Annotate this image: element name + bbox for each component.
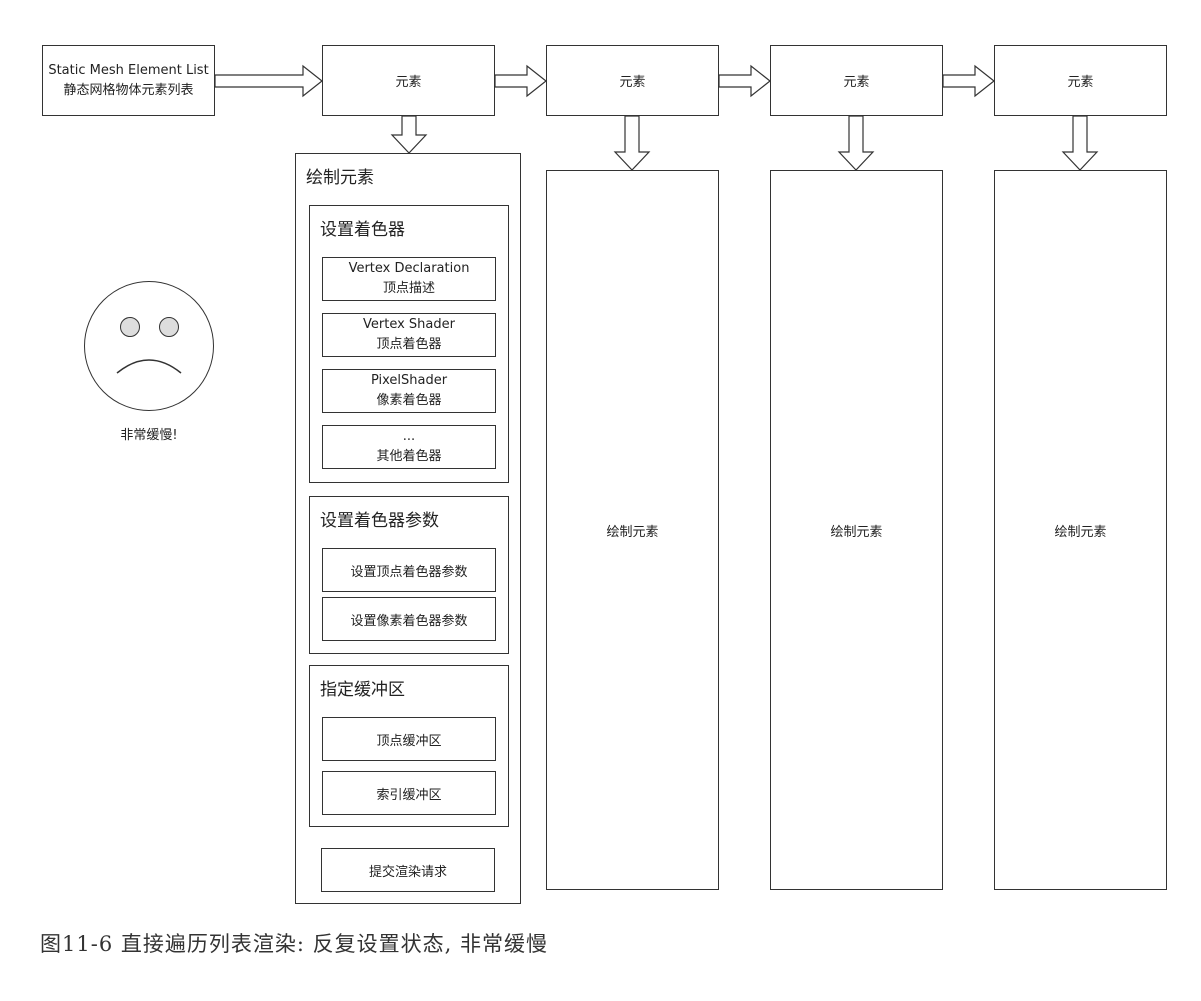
item-label: 设置顶点着色器参数: [350, 564, 468, 580]
vertex-shader-params-box: 设置顶点着色器参数: [322, 548, 496, 592]
set-shader-params-group: 设置着色器参数 设置顶点着色器参数 设置像素着色器参数: [309, 496, 509, 654]
draw-element-label: 绘制元素: [1054, 524, 1107, 540]
draw-element-label: 绘制元素: [830, 524, 883, 540]
draw-element-title: 绘制元素: [306, 168, 374, 188]
sad-face-icon: [84, 281, 214, 411]
other-shaders-box: ... 其他着色器: [322, 425, 496, 469]
face-caption: 非常缓慢!: [120, 428, 178, 443]
element-label: 元素: [619, 75, 646, 90]
item-label: 索引缓冲区: [376, 787, 442, 803]
draw-element-box-4: 绘制元素: [994, 170, 1167, 890]
element-box-4: 元素: [994, 45, 1167, 116]
set-buffers-title: 指定缓冲区: [320, 680, 405, 700]
item-label-en: PixelShader: [370, 373, 448, 388]
set-shader-group: 设置着色器 Vertex Declaration 顶点描述 Vertex Sha…: [309, 205, 509, 483]
element-label: 元素: [843, 75, 870, 90]
pixel-shader-box: PixelShader 像素着色器: [322, 369, 496, 413]
arrow-element-3-to-4: [942, 64, 995, 98]
submit-render-request-box: 提交渲染请求: [321, 848, 495, 892]
item-label-cn: 其他着色器: [376, 449, 442, 464]
item-label-cn: 像素着色器: [376, 393, 442, 408]
arrow-element-4-down: [1061, 115, 1099, 171]
figure-caption: 图11-6 直接遍历列表渲染: 反复设置状态, 非常缓慢: [40, 932, 548, 956]
draw-element-label: 绘制元素: [606, 524, 659, 540]
arrow-element-1-to-2: [494, 64, 547, 98]
item-label: 设置像素着色器参数: [350, 613, 468, 629]
element-box-1: 元素: [322, 45, 495, 116]
item-label-en: ...: [402, 429, 416, 444]
list-title-en: Static Mesh Element List: [48, 62, 209, 78]
index-buffer-box: 索引缓冲区: [322, 771, 496, 815]
frown-mouth: [116, 358, 181, 374]
draw-element-box-3: 绘制元素: [770, 170, 943, 890]
arrow-element-2-down: [613, 115, 651, 171]
set-buffers-group: 指定缓冲区 顶点缓冲区 索引缓冲区: [309, 665, 509, 827]
arrow-list-to-element-1: [214, 64, 323, 98]
vertex-buffer-box: 顶点缓冲区: [322, 717, 496, 761]
item-label-en: Vertex Declaration: [348, 261, 470, 276]
item-label-cn: 顶点描述: [382, 281, 435, 296]
set-shader-params-title: 设置着色器参数: [320, 511, 439, 531]
draw-element-box-2: 绘制元素: [546, 170, 719, 890]
left-eye: [120, 317, 140, 337]
submit-label: 提交渲染请求: [368, 864, 447, 880]
arrow-element-1-down: [390, 115, 428, 154]
item-label-cn: 顶点着色器: [376, 337, 442, 352]
vertex-shader-box: Vertex Shader 顶点着色器: [322, 313, 496, 357]
list-title-cn: 静态网格物体元素列表: [63, 82, 194, 98]
static-mesh-element-list-box: Static Mesh Element List 静态网格物体元素列表: [42, 45, 215, 116]
element-box-3: 元素: [770, 45, 943, 116]
vertex-declaration-box: Vertex Declaration 顶点描述: [322, 257, 496, 301]
pixel-shader-params-box: 设置像素着色器参数: [322, 597, 496, 641]
draw-element-detail-box: 绘制元素 设置着色器 Vertex Declaration 顶点描述 Verte…: [295, 153, 521, 904]
right-eye: [159, 317, 179, 337]
set-shader-title: 设置着色器: [320, 220, 405, 240]
item-label-en: Vertex Shader: [363, 317, 455, 332]
element-label: 元素: [1067, 75, 1094, 90]
element-label: 元素: [395, 75, 422, 90]
arrow-element-3-down: [837, 115, 875, 171]
element-box-2: 元素: [546, 45, 719, 116]
item-label: 顶点缓冲区: [376, 733, 442, 749]
arrow-element-2-to-3: [718, 64, 771, 98]
